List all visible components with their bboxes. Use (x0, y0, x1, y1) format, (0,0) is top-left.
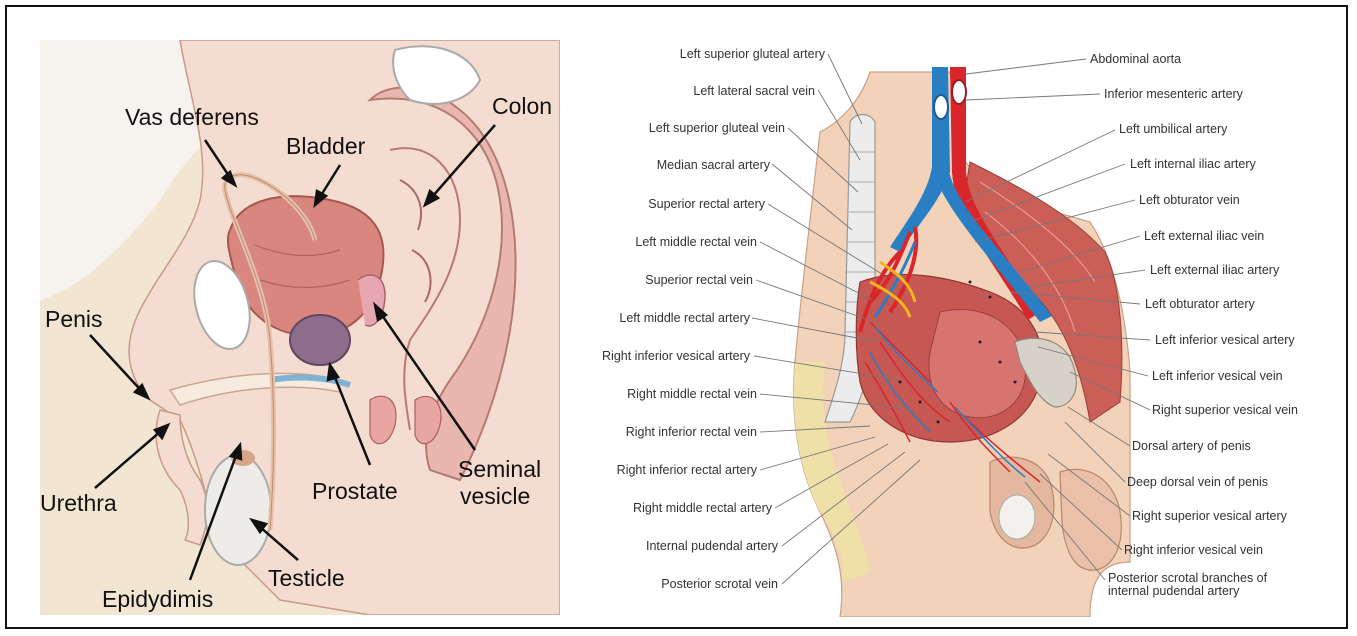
label-superior-rectal-vein: Superior rectal vein (645, 274, 753, 287)
label-left-obturator-artery: Left obturator artery (1145, 298, 1255, 311)
label-penis: Penis (45, 308, 103, 331)
label-internal-pudendal-artery: Internal pudendal artery (646, 540, 778, 553)
label-urethra: Urethra (40, 492, 117, 515)
label-left-superior-gluteal-vein: Left superior gluteal vein (649, 122, 785, 135)
leader-left-umbilical-artery (965, 130, 1115, 202)
left-anatomy-illustration (40, 40, 560, 615)
label-right-inferior-vesical-vein: Right inferior vesical vein (1124, 544, 1263, 557)
label-inferior-mesenteric-artery: Inferior mesenteric artery (1104, 88, 1243, 101)
label-right-superior-vesical-artery: Right superior vesical artery (1132, 510, 1287, 523)
label-right-inferior-vesical-artery: Right inferior vesical artery (602, 350, 750, 363)
label-posterior-scrotal-vein: Posterior scrotal vein (661, 578, 778, 591)
left-anatomy-diagram: Vas deferens Bladder Colon Penis Urethra… (40, 40, 560, 615)
label-right-inferior-rectal-vein: Right inferior rectal vein (626, 426, 757, 439)
label-left-middle-rectal-vein: Left middle rectal vein (635, 236, 757, 249)
label-right-middle-rectal-artery: Right middle rectal artery (633, 502, 772, 515)
label-left-external-iliac-artery: Left external iliac artery (1150, 264, 1279, 277)
label-testicle: Testicle (268, 567, 345, 590)
leader-inferior-mesenteric-artery (966, 94, 1100, 100)
label-epidydimis: Epidydimis (102, 588, 213, 611)
label-posterior-scrotal-branches: Posterior scrotal branches of internal p… (1108, 572, 1278, 597)
label-prostate: Prostate (312, 480, 398, 503)
leader-abdominal-aorta (966, 59, 1086, 74)
label-left-middle-rectal-artery: Left middle rectal artery (619, 312, 750, 325)
label-abdominal-aorta: Abdominal aorta (1090, 53, 1181, 66)
label-deep-dorsal-vein-of-penis: Deep dorsal vein of penis (1127, 476, 1268, 489)
label-superior-rectal-artery: Superior rectal artery (648, 198, 765, 211)
label-median-sacral-artery: Median sacral artery (657, 159, 770, 172)
label-left-lateral-sacral-vein: Left lateral sacral vein (693, 85, 815, 98)
label-colon: Colon (492, 95, 552, 118)
label-left-internal-iliac-artery: Left internal iliac artery (1130, 158, 1256, 171)
label-left-inferior-vesical-artery: Left inferior vesical artery (1155, 334, 1295, 347)
label-left-inferior-vesical-vein: Left inferior vesical vein (1152, 370, 1283, 383)
label-bladder: Bladder (286, 135, 365, 158)
label-dorsal-artery-of-penis: Dorsal artery of penis (1132, 440, 1251, 453)
label-left-external-iliac-vein: Left external iliac vein (1144, 230, 1264, 243)
label-right-superior-vesical-vein: Right superior vesical vein (1152, 404, 1298, 417)
right-vascular-diagram: Left superior gluteal artery Left latera… (570, 42, 1340, 617)
label-right-inferior-rectal-artery: Right inferior rectal artery (617, 464, 757, 477)
label-left-obturator-vein: Left obturator vein (1139, 194, 1240, 207)
label-seminal-vesicle-line2: vesicle (460, 485, 530, 508)
label-left-superior-gluteal-artery: Left superior gluteal artery (680, 48, 825, 61)
label-right-middle-rectal-vein: Right middle rectal vein (627, 388, 757, 401)
label-left-umbilical-artery: Left umbilical artery (1119, 123, 1227, 136)
label-vas-deferens: Vas deferens (125, 106, 259, 129)
label-seminal-vesicle-line1: Seminal (458, 458, 541, 481)
